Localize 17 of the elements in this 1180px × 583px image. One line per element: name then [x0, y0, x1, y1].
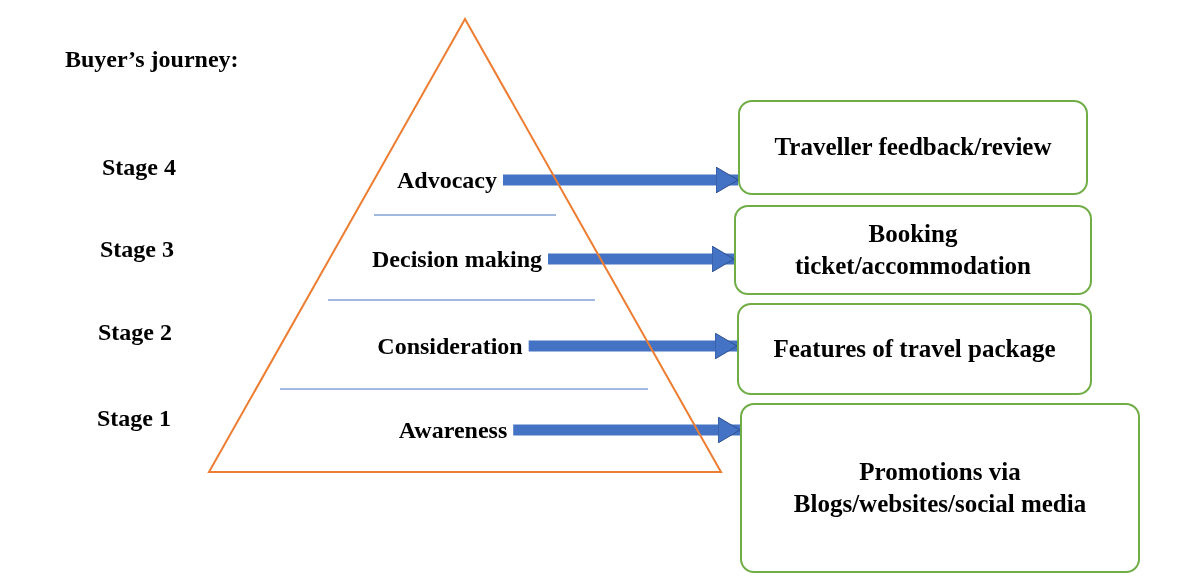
- outcome-box: Booking ticket/accommodation: [734, 205, 1092, 295]
- block-arrow: [528, 332, 738, 360]
- block-arrow: [503, 166, 739, 194]
- outcome-box: Features of travel package: [737, 303, 1092, 395]
- pyramid-level-label: Awareness: [398, 416, 508, 444]
- block-arrow: [548, 245, 735, 273]
- pyramid-level-label: Consideration: [377, 332, 523, 360]
- pyramid-level-label: Advocacy: [397, 166, 497, 194]
- stage-label: Stage 3: [100, 236, 174, 263]
- outcome-box: Promotions via Blogs/websites/social media: [740, 403, 1140, 573]
- diagram-heading: Buyer’s journey:: [65, 46, 239, 73]
- stage-label: Stage 1: [97, 405, 171, 432]
- stage-label: Stage 2: [98, 319, 172, 346]
- outcome-box: Traveller feedback/review: [738, 100, 1088, 195]
- block-arrow: [513, 416, 741, 444]
- stage-label: Stage 4: [102, 154, 176, 181]
- pyramid-level-label: Decision making: [372, 245, 542, 273]
